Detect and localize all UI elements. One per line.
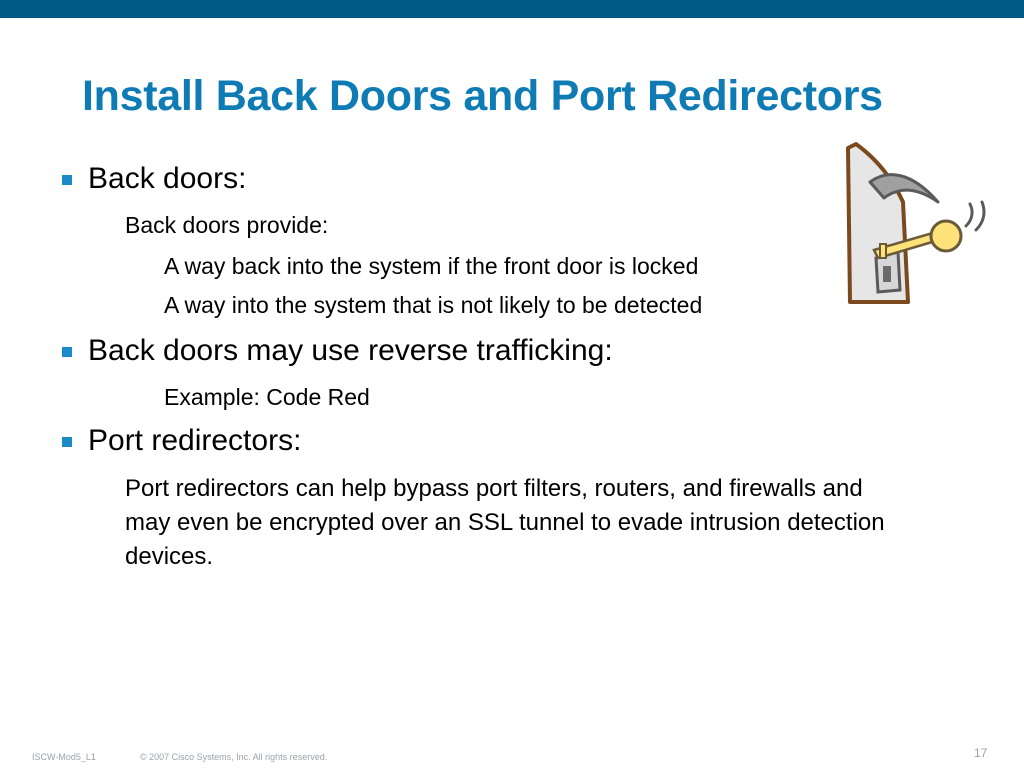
sub-sub-bullet-not-detected: A way into the system that is not likely… [164,292,703,318]
sub-bullet-provide: Back doors provide: [125,212,329,238]
bullet-text: Port redirectors: [88,424,302,457]
slide-title: Install Back Doors and Port Redirectors [82,72,883,120]
square-bullet-icon [62,347,72,357]
bullet-port-redirectors: Port redirectors: [62,424,301,458]
sub-sub-bullet-code-red: Example: Code Red [164,384,370,410]
square-bullet-icon [62,175,72,185]
page-number: 17 [974,746,988,760]
sub-sub-bullet-way-back: A way back into the system if the front … [164,253,699,279]
door-with-key-icon [846,142,986,304]
bullet-text: Back doors may use reverse trafficking: [88,334,613,367]
port-redirectors-description: Port redirectors can help bypass port fi… [125,475,885,570]
bullet-back-doors: Back doors: [62,162,246,196]
square-bullet-icon [62,437,72,447]
footer-copyright: © 2007 Cisco Systems, Inc. All rights re… [140,752,328,762]
top-banner [0,0,1024,18]
footer-course-code: ISCW-Mod5_L1 [32,752,96,762]
bullet-text: Back doors: [88,162,247,195]
bullet-reverse-trafficking: Back doors may use reverse trafficking: [62,334,613,368]
